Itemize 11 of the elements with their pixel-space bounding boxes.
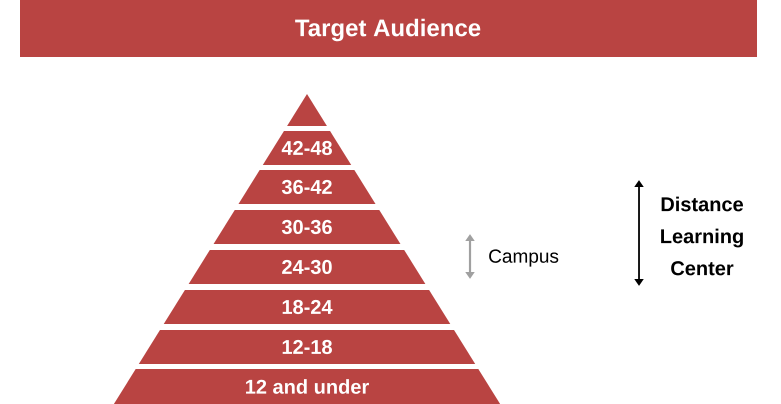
pyramid-band: 18-24: [164, 290, 450, 324]
title-banner: Target Audience: [20, 0, 757, 57]
pyramid-band: 30-36: [214, 210, 400, 244]
pyramid-tip: [287, 94, 327, 126]
campus-label: Campus: [489, 249, 558, 267]
distance-label: Distance Learning Center: [661, 196, 743, 276]
pyramid-band: 12-18: [138, 330, 476, 364]
pyramid-band: 12 and under: [114, 369, 500, 404]
pyramid-band: 42-48: [262, 131, 352, 165]
pyramid-band: 24-30: [188, 250, 426, 284]
pyramid-band: 36-42: [238, 170, 376, 204]
